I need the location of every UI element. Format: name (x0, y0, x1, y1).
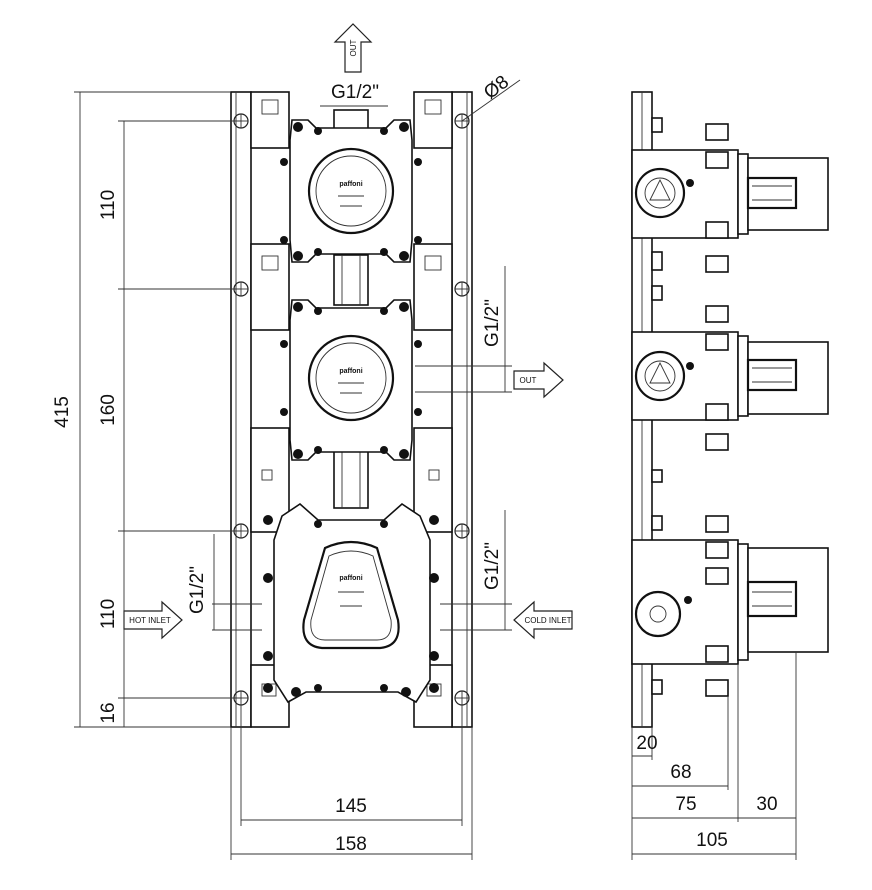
dim-side-20: 20 (636, 733, 657, 754)
vertical-dimensions: 415 110 160 110 16 (52, 91, 241, 728)
thread-label-right-bottom: G1/2" (482, 542, 503, 590)
side-valve-top (631, 123, 829, 273)
thread-label-top: G1/2" (331, 82, 379, 103)
cold-inlet-label: COLD INLET (524, 616, 571, 625)
dim-spacing-top: 110 (98, 190, 119, 220)
front-view: paffoni paffoni (123, 23, 573, 728)
dim-bottom-offset: 16 (98, 702, 119, 723)
fixing-hole (454, 690, 470, 706)
diameter-label: Ø8 (480, 72, 513, 104)
valve-body-top: paffoni (280, 119, 422, 263)
dim-spacing-middle: 160 (98, 394, 119, 426)
out-label: OUT (349, 39, 358, 56)
dim-inner-width: 145 (335, 796, 367, 817)
outlet-arrow-top: OUT (333, 23, 373, 73)
brand-label: paffoni (339, 368, 362, 375)
outlet-arrow-right: OUT (513, 361, 564, 399)
side-valve-bottom (631, 515, 829, 697)
valve-body-bottom: paffoni (263, 502, 439, 704)
fixing-hole (454, 523, 470, 539)
dim-side-75: 75 (675, 794, 696, 815)
dim-total-height: 415 (52, 396, 73, 428)
dim-spacing-lower: 110 (98, 599, 119, 629)
side-view: 20 68 75 30 105 (631, 91, 829, 860)
dim-outer-width: 158 (335, 834, 367, 855)
out-label: OUT (520, 376, 537, 385)
dim-side-68: 68 (670, 762, 691, 783)
hot-inlet-label: HOT INLET (129, 616, 171, 625)
bracket (250, 91, 453, 728)
side-valve-middle (631, 305, 829, 451)
brand-label: paffoni (339, 181, 362, 188)
mounting-rail-left (230, 91, 252, 728)
thread-label-right-middle: G1/2" (482, 299, 503, 347)
mounting-rail-right (451, 91, 473, 728)
thread-label-left-bottom: G1/2" (187, 566, 208, 614)
fixing-hole (454, 281, 470, 297)
dim-side-30: 30 (756, 794, 777, 815)
valve-body-middle: paffoni (280, 299, 422, 461)
hot-inlet-arrow: HOT INLET (123, 600, 183, 640)
dim-side-105: 105 (696, 830, 728, 851)
cold-inlet-arrow: COLD INLET (513, 600, 573, 640)
horizontal-dimensions: 145 158 (230, 705, 473, 860)
brand-label: paffoni (339, 575, 362, 582)
